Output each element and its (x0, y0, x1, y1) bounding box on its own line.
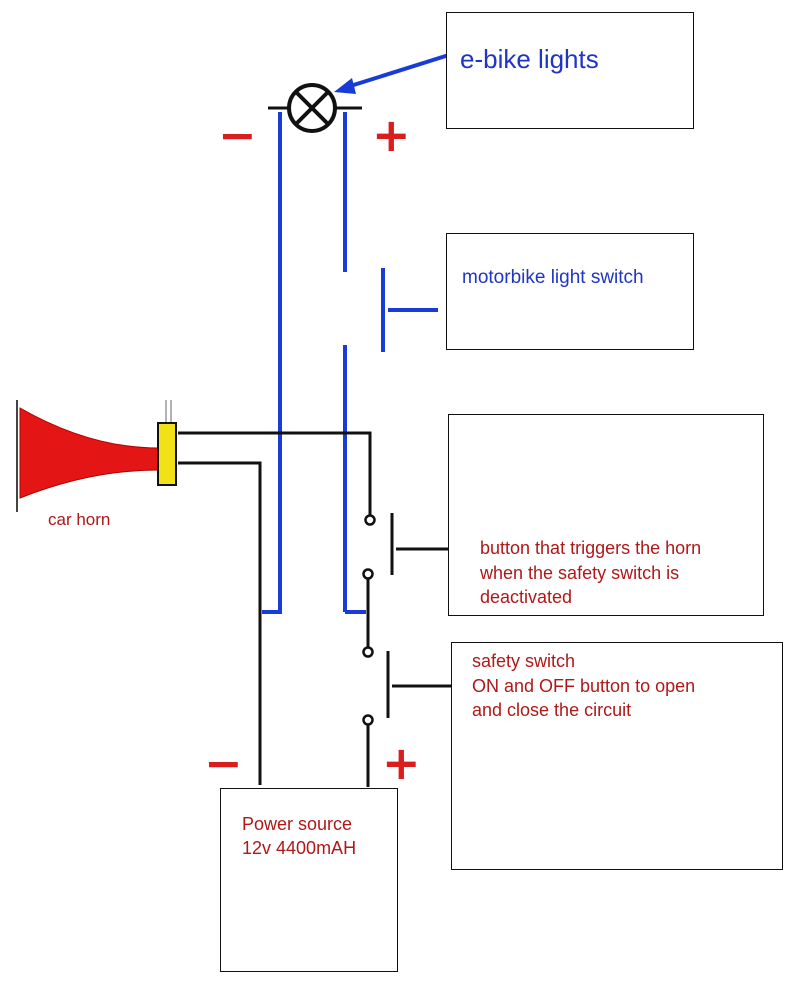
blue-wires (262, 112, 438, 614)
lamp-icon (268, 83, 362, 133)
safety-switch-label-line-2: ON and OFF button to open (472, 676, 696, 696)
motorbike-switch-label: motorbike light switch (462, 267, 644, 288)
motorbike-switch-box (446, 233, 694, 350)
horn-button-box (448, 414, 764, 616)
lamp-positive-sign: + (372, 108, 411, 162)
horn-icon (16, 400, 177, 512)
power-source-label-line-2: 12v 4400mAH (242, 838, 357, 858)
power-negative-sign: − (204, 736, 243, 790)
lamp-negative-sign: − (218, 108, 257, 162)
ebike-lights-box (446, 12, 694, 129)
power-source-label-line-1: Power source (242, 814, 353, 834)
safety-switch-label-line-1: safety switch (472, 651, 576, 671)
horn-button-label-line-3: deactivated (480, 587, 573, 607)
black-wires (178, 431, 458, 787)
safety-switch-label-line-3: and close the circuit (472, 700, 632, 720)
safety-switch-box (451, 642, 783, 870)
switch-contacts (362, 514, 376, 726)
ebike-lights-label: e-bike lights (460, 44, 599, 74)
car-horn-label: car horn (48, 510, 111, 529)
power-source-box (220, 788, 398, 972)
power-positive-sign: + (382, 736, 421, 790)
horn-button-label-line-2: when the safety switch is (480, 563, 680, 583)
lamp-arrow (334, 52, 453, 94)
horn-button-label-line-1: button that triggers the horn (480, 538, 702, 558)
